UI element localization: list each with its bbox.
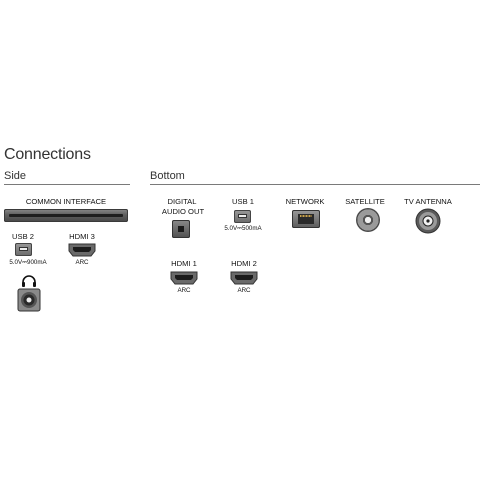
usb2-label: USB 2 [12,232,34,241]
hdmi3-label: HDMI 3 [69,232,95,241]
bottom-heading: Bottom [150,170,185,182]
usb2-spec: 5.0V⎓900mA [9,259,47,266]
common-interface-label: COMMON INTERFACE [25,197,107,206]
hdmi2-arc: ARC [237,287,251,294]
common-interface-slot [4,209,128,222]
hdmi3-port-icon [68,243,96,257]
network-label: NETWORK [285,197,325,206]
digital-audio-label-1: DIGITAL [167,197,197,206]
antenna-port-icon [415,208,441,234]
hdmi1-arc: ARC [177,287,191,294]
usb1-label: USB 1 [232,197,254,206]
digital-audio-label-2: AUDIO OUT [161,207,205,216]
bottom-divider [150,184,480,185]
page-title: Connections [4,146,91,163]
headphone-icon [22,275,36,287]
hdmi2-label: HDMI 2 [231,259,257,268]
hdmi3-arc: ARC [75,259,89,266]
antenna-label: TV ANTENNA [404,197,452,206]
network-port-icon [292,210,320,228]
usb1-spec: 5.0V⎓500mA [224,225,262,232]
usb1-port-icon [234,210,251,223]
satellite-port-icon [356,208,380,232]
optical-port-icon [172,220,190,238]
side-heading: Side [4,170,27,182]
hdmi1-label: HDMI 1 [171,259,197,268]
side-divider [4,184,130,185]
headphone-jack-icon [17,288,41,312]
hdmi1-port-icon [170,271,198,285]
hdmi2-port-icon [230,271,258,285]
satellite-label: SATELLITE [345,197,385,206]
usb2-port-icon [15,243,32,256]
